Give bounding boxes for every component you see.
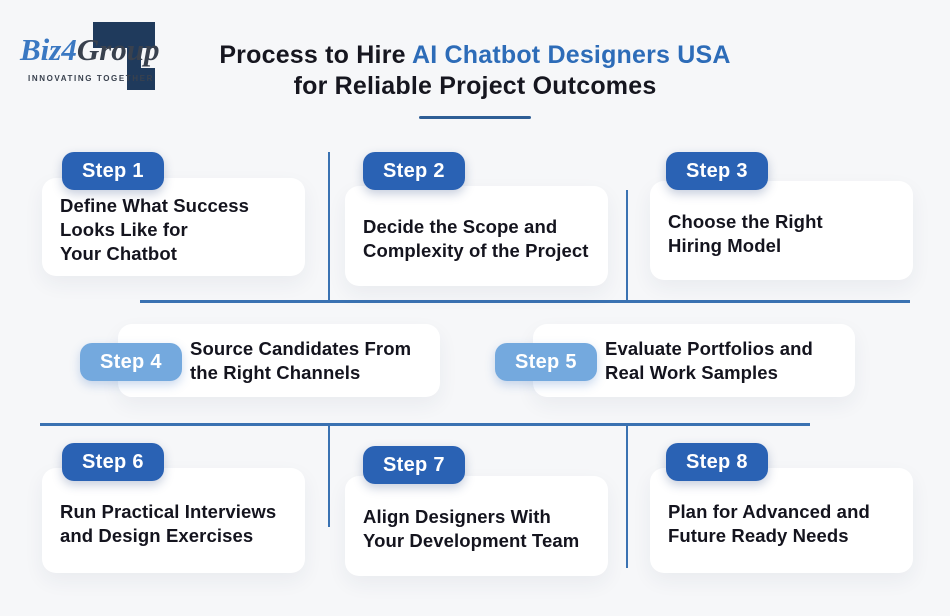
step-text-line: Define What Success [60, 195, 250, 216]
step-text: Evaluate Portfolios and Real Work Sample… [605, 337, 845, 385]
step-card-8: Plan for Advanced and Future Ready Needs [650, 468, 913, 573]
connector-vertical-4 [626, 424, 628, 568]
title-underline [419, 116, 531, 119]
step-card-7: Align Designers With Your Development Te… [345, 476, 608, 576]
step-text-line: Your Development Team [363, 530, 580, 551]
step-text: Align Designers With Your Development Te… [363, 505, 594, 553]
step-badge-3: Step 3 [666, 152, 768, 190]
step-text-line: Align Designers With [363, 506, 551, 527]
step-text-line: Looks Like for [60, 219, 188, 240]
step-text-line: Decide the Scope and [363, 216, 558, 237]
step-card-3: Choose the Right Hiring Model [650, 181, 913, 280]
step-badge-6: Step 6 [62, 443, 164, 481]
step-badge-1: Step 1 [62, 152, 164, 190]
step-text: Define What Success Looks Like for Your … [60, 194, 291, 266]
step-text-line: Hiring Model [668, 234, 782, 256]
title-line2: for Reliable Project Outcomes [293, 72, 657, 100]
step-text-line: Complexity of the Project [363, 240, 589, 261]
logo-wordmark: Biz4Group [20, 34, 160, 65]
connector-horizontal-2 [40, 423, 810, 426]
logo-word-biz: Biz [20, 32, 62, 67]
step-card-1: Define What Success Looks Like for Your … [42, 178, 305, 276]
step-text: Run Practical Interviews and Design Exer… [60, 500, 291, 548]
step-text-line: Run Practical Interviews [60, 500, 277, 522]
step-text: Plan for Advanced and Future Ready Needs [668, 500, 899, 548]
connector-vertical-2 [626, 190, 628, 302]
connector-vertical-1 [328, 152, 330, 302]
step-badge-7: Step 7 [363, 446, 465, 484]
step-text-line: Plan for Advanced and [668, 500, 870, 522]
step-card-4: Source Candidates From the Right Channel… [118, 324, 440, 397]
title-prefix: Process to Hire [219, 41, 412, 69]
step-text: Choose the Right Hiring Model [668, 210, 899, 258]
step-card-2: Decide the Scope and Complexity of the P… [345, 186, 608, 286]
biz4group-logo: Biz4Group INNOVATING TOGETHER [18, 14, 168, 94]
page-title: Process to Hire AI Chatbot Designers USA… [180, 40, 770, 102]
logo-bracket-notch [141, 48, 155, 68]
title-highlight: AI Chatbot Designers USA [411, 41, 731, 69]
step-badge-2: Step 2 [363, 152, 465, 190]
connector-vertical-3 [328, 424, 330, 527]
step-text-line: Choose the Right [668, 210, 823, 232]
step-badge-8: Step 8 [666, 443, 768, 481]
step-text-line: Future Ready Needs [668, 524, 849, 546]
step-text-line: Your Chatbot [60, 243, 177, 264]
logo-tagline: INNOVATING TOGETHER [28, 74, 154, 83]
step-text: Decide the Scope and Complexity of the P… [363, 215, 594, 263]
step-text-line: Source Candidates From [190, 337, 412, 359]
step-card-6: Run Practical Interviews and Design Exer… [42, 468, 305, 573]
step-text-line: Real Work Samples [605, 361, 779, 383]
step-text-line: the Right Channels [190, 361, 361, 383]
connector-horizontal-1 [140, 300, 910, 303]
step-badge-5: Step 5 [495, 343, 597, 381]
logo-word-group: Group [76, 32, 160, 67]
step-text: Source Candidates From the Right Channel… [190, 337, 430, 385]
step-badge-4: Step 4 [80, 343, 182, 381]
step-text-line: Evaluate Portfolios and [605, 337, 813, 359]
logo-word-num: 4 [61, 32, 77, 67]
step-text-line: and Design Exercises [60, 524, 254, 546]
